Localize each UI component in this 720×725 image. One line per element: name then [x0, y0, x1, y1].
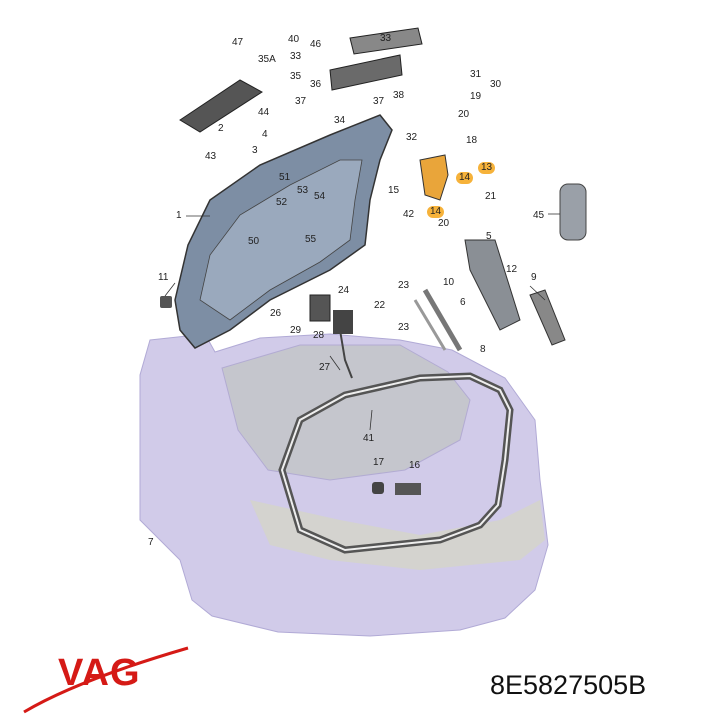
callout-label: 40 [288, 34, 300, 45]
gas-strut-cylinder [559, 183, 587, 241]
callout-label: 22 [374, 300, 386, 311]
gas-strut-upper [422, 288, 463, 352]
callout-label: 33 [380, 33, 392, 44]
callout-label: 4 [262, 129, 268, 140]
callout-label: 37 [373, 96, 385, 107]
callout-label: 7 [148, 537, 154, 548]
callout-label: 20 [458, 109, 470, 120]
trunk-seal-highlight [280, 374, 512, 552]
callout-label: 21 [485, 191, 497, 202]
callout-label: 34 [334, 115, 346, 126]
callout-label: 8 [480, 344, 486, 355]
callout-label: 32 [406, 132, 418, 143]
grommet [372, 482, 384, 494]
callout-label: 51 [279, 172, 291, 183]
handle-trim [329, 54, 403, 91]
callout-label: 37 [295, 96, 307, 107]
callout-label: 19 [470, 91, 482, 102]
callout-label: 46 [310, 39, 322, 50]
gas-strut-lower [413, 299, 447, 351]
callout-label: 17 [373, 457, 385, 468]
callout-label: 23 [398, 280, 410, 291]
callout-label: 44 [258, 107, 270, 118]
callout-label: 11 [158, 272, 169, 283]
callout-label: 24 [338, 285, 350, 296]
callout-label: 43 [205, 151, 217, 162]
callout-label: 47 [232, 37, 244, 48]
callout-label: 38 [393, 90, 405, 101]
callout-label: 23 [398, 322, 410, 333]
lock-motor [309, 294, 331, 322]
callout-label: 12 [506, 264, 518, 275]
callout-label: 9 [531, 272, 537, 283]
callout-label: 30 [490, 79, 502, 90]
callout-label: 42 [403, 209, 415, 220]
rubber-pad [179, 79, 263, 133]
callout-label: 27 [319, 362, 331, 373]
callout-label: 52 [276, 197, 288, 208]
lock-bracket [419, 154, 449, 201]
callout-label: 16 [409, 460, 421, 471]
callout-label: 50 [248, 236, 260, 247]
callout-label: 55 [305, 234, 317, 245]
hinge [464, 239, 521, 331]
callout-label: 15 [388, 185, 400, 196]
callout-label: 36 [310, 79, 322, 90]
callout-label: 33 [290, 51, 302, 62]
part-number: 8E5827505B [490, 670, 647, 700]
trunk-lid-inner [199, 159, 363, 321]
callout-label: 28 [313, 330, 325, 341]
side-trim-panel [529, 289, 566, 346]
callout-label: 26 [270, 308, 282, 319]
leader-lines [164, 213, 560, 431]
release-cable [339, 329, 353, 379]
lock-actuator [333, 310, 353, 334]
callout-label: 3 [252, 145, 258, 156]
callout-label: 41 [363, 433, 375, 444]
callout-label: 35A [258, 54, 276, 65]
callout-label: 54 [314, 191, 326, 202]
callout-label: 35 [290, 71, 302, 82]
brand-swoosh [23, 646, 189, 714]
callout-label: 13 [478, 162, 496, 174]
callout-label: 14 [427, 206, 445, 218]
trunk-light [395, 483, 421, 495]
callout-label: 20 [438, 218, 450, 229]
callout-label: 31 [470, 69, 482, 80]
callout-label: 6 [460, 297, 466, 308]
bumper-shadow [250, 500, 545, 570]
callout-label: 2 [218, 123, 224, 134]
callout-label: 29 [290, 325, 302, 336]
callout-label: 10 [443, 277, 455, 288]
callout-label: 45 [533, 210, 545, 221]
callout-label: 5 [486, 231, 492, 242]
callout-label: 1 [176, 210, 182, 221]
trim-strip [349, 27, 423, 55]
callout-label: 18 [466, 135, 478, 146]
callout-label: 14 [456, 172, 474, 184]
callout-label: 53 [297, 185, 309, 196]
bumper-stop [160, 296, 172, 308]
